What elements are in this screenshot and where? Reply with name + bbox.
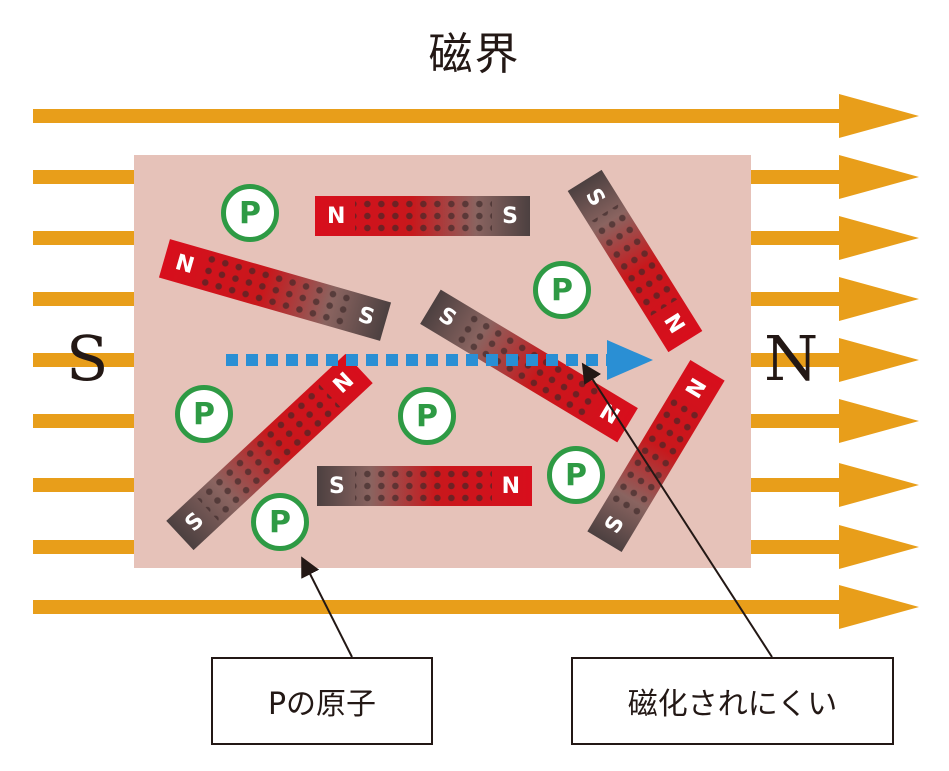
p-atom: P: [398, 387, 456, 445]
p-atom: P: [175, 385, 233, 443]
p-atom: P: [547, 446, 605, 504]
domain-dipoles: [354, 466, 492, 506]
p-atom: P: [533, 261, 591, 319]
p-atom-label: Pの原子: [211, 657, 433, 745]
domain-north-label: N: [327, 203, 346, 229]
p-atom-leader: [301, 556, 353, 658]
magnetization-direction-line: [226, 354, 612, 366]
south-pole-label: S: [66, 322, 109, 395]
hard-to-magnetize-leader: [581, 362, 773, 658]
domain-north-label: N: [501, 473, 520, 499]
domain-south-label: S: [502, 203, 518, 229]
domain-dipoles: [355, 196, 493, 236]
hard-to-magnetize-label: 磁化されにくい: [571, 657, 894, 745]
domain-south-label: S: [329, 473, 345, 499]
north-pole-label: N: [764, 322, 819, 395]
magnetization-direction-arrowhead: [607, 340, 653, 380]
p-atom: P: [251, 493, 309, 551]
field-arrow: [33, 94, 919, 138]
diagram-title: 磁界: [428, 29, 521, 80]
field-arrow: [33, 585, 919, 629]
p-atom: P: [221, 184, 279, 242]
